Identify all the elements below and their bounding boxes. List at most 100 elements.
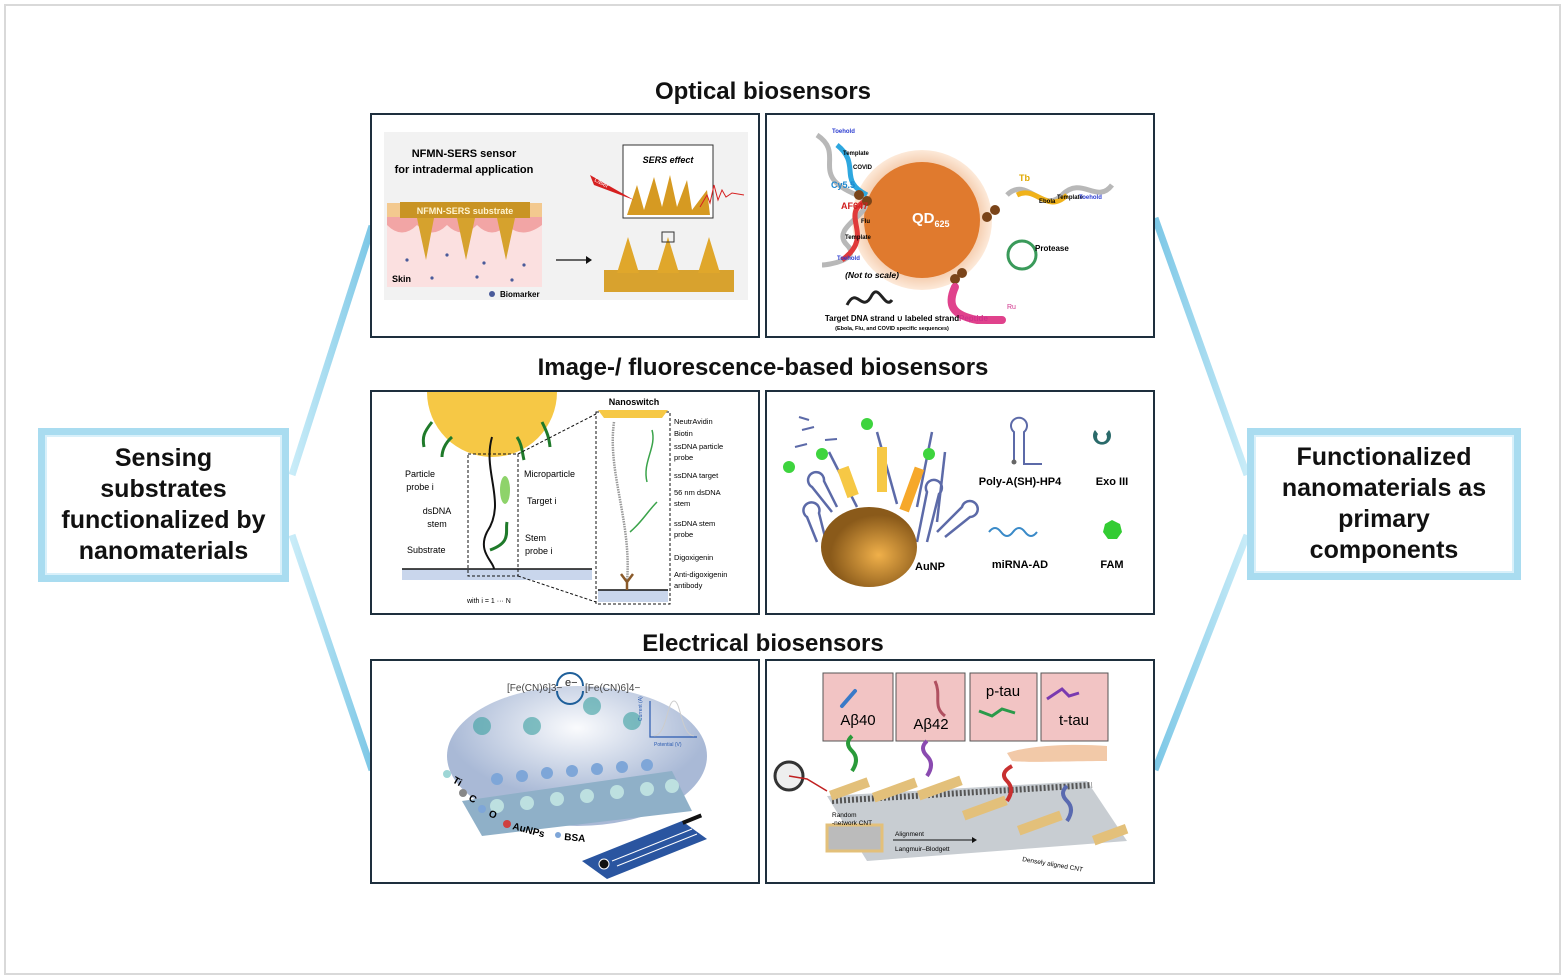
mxene-lattice — [462, 759, 692, 836]
electrical-title: Electrical biosensors — [642, 630, 884, 657]
microparticle-label: Microparticle — [524, 469, 575, 479]
right-connectors — [1151, 216, 1251, 772]
quantum-dot — [864, 162, 980, 278]
tb-label: Tb — [1019, 173, 1030, 183]
ferrocyanide-label: [Fe(CN)6]4− — [585, 683, 640, 694]
fragments — [794, 416, 838, 448]
template-label: Template — [845, 235, 872, 241]
biomarker-tiles — [822, 672, 1109, 742]
svg-text:Current (A): Current (A) — [638, 696, 644, 721]
panel-quantum-dot: QD625 Toehold Template COVID Cy5.5 AF647… — [765, 113, 1155, 338]
figure-frame — [4, 4, 1561, 975]
cones — [617, 237, 720, 273]
cy55-label: Cy5.5 — [831, 180, 855, 190]
fam-label: FAM — [1100, 559, 1123, 571]
electron-label: e− — [565, 677, 578, 689]
peptide-label: Peptide — [959, 314, 988, 323]
exo-iii-icon — [1093, 430, 1111, 445]
peptide-chain — [947, 283, 1006, 324]
biomarker-label: Biomarker — [500, 290, 540, 299]
voltammogram: Current (A) Potential (V) — [638, 696, 697, 748]
panel-cnt-sensor: Aβ40 Aβ42 p-tau t-tau Random -network CN… — [765, 659, 1155, 884]
image-fluorescence-title: Image-/ fluorescence-based biosensors — [537, 354, 989, 381]
right-box-line: nanomaterials as — [1281, 474, 1487, 502]
skin-label: Skin — [392, 274, 411, 284]
dna-helix-right — [1005, 183, 1114, 204]
panel-nfmn-sers: NFMN-SERS sensor for intradermal applica… — [370, 113, 760, 338]
svg-text:NeutrAvidin: NeutrAvidin — [674, 417, 713, 426]
langmuir-blodgett-label: Langmuir–Blodgett — [895, 846, 950, 853]
flu-label: Flu — [861, 219, 870, 225]
redox-cycle-icon — [556, 672, 584, 705]
p-tau-label: p-tau — [986, 683, 1020, 700]
left-box-line: Sensing — [114, 444, 213, 472]
biomarker-icon — [489, 291, 495, 297]
svg-text:Digoxigenin: Digoxigenin — [674, 553, 713, 562]
svg-text:56 nm dsDNA: 56 nm dsDNA — [674, 488, 721, 497]
target-icon — [500, 476, 510, 504]
svg-text:ssDNA stem: ssDNA stem — [674, 519, 715, 528]
svg-text:Potential (V): Potential (V) — [654, 742, 682, 748]
target-label: Target i — [527, 496, 557, 506]
template-label: Template — [1057, 195, 1084, 201]
nfmn-subtitle: for intradermal application — [395, 164, 534, 176]
random-cnt-inset — [825, 823, 884, 853]
panel-nanoswitch: Particle probe i dsDNA stem Substrate Mi… — [370, 390, 760, 615]
protease-icon — [1006, 239, 1038, 271]
left-box-line: nanomaterials — [78, 537, 249, 565]
right-box-line: primary — [1338, 505, 1430, 533]
dsdna-stem — [482, 436, 496, 570]
exo-iii-label: Exo III — [1096, 476, 1128, 488]
ferricyanide-label: [Fe(CN)6]3− — [507, 683, 562, 694]
svg-text:probe: probe — [674, 453, 693, 462]
svg-text:probe: probe — [674, 530, 693, 539]
qd-label: QD625 — [912, 210, 950, 229]
random-cnt-label: Random — [832, 812, 857, 819]
substrate-surface — [402, 569, 592, 580]
particle-probe-label: probe i — [406, 482, 434, 492]
nanoswitch-title: Nanoswitch — [609, 397, 660, 407]
covid-label: COVID — [853, 165, 873, 171]
screen-printed-electrode — [582, 813, 707, 879]
left-box-line: substrates — [100, 475, 227, 503]
random-cnt-label: -network CNT — [832, 820, 872, 827]
svg-text:BSA: BSA — [564, 832, 586, 845]
sensing-substrates-box: Sensing substrates functionalized by nan… — [38, 428, 289, 582]
not-to-scale-label: (Not to scale) — [845, 270, 899, 280]
finger — [1007, 744, 1107, 762]
nfmn-title: NFMN-SERS sensor — [412, 148, 517, 160]
svg-text:ssDNA particle: ssDNA particle — [674, 442, 723, 451]
aunp-label: AuNP — [915, 561, 945, 573]
right-box-line: components — [1309, 536, 1459, 564]
toehold-label: Toehold — [837, 256, 860, 262]
fam-dots — [783, 418, 935, 473]
stem-probe-label: Stem — [525, 533, 546, 543]
ru-label: Ru — [1007, 304, 1016, 311]
panel-aunp: Poly-A(SH)-HP4 Exo III AuNP miRNA-AD FAM — [765, 390, 1155, 615]
svg-text:stem: stem — [674, 499, 690, 508]
abeta42-label: Aβ42 — [913, 716, 948, 733]
svg-text:O: O — [487, 809, 499, 822]
mirna-icon — [988, 527, 1038, 537]
fam-icon — [1103, 520, 1122, 539]
target-strand-label: Target DNA strand ∪ labeled strand — [825, 314, 959, 323]
aptamer-structures — [473, 697, 641, 735]
particle-probe-label: Particle — [405, 469, 435, 479]
laser-beam — [590, 175, 634, 200]
functionalized-nanomaterials-box: Functionalized nanomaterials as primary … — [1247, 428, 1521, 580]
dense-cnt-label: Densely aligned CNT — [1022, 856, 1084, 874]
svg-text:ssDNA target: ssDNA target — [674, 471, 719, 480]
substrate-label: NFMN-SERS substrate — [417, 206, 514, 216]
hp4-label: Poly-A(SH)-HP4 — [979, 476, 1062, 488]
t-tau-label: t-tau — [1059, 712, 1089, 729]
abeta40-label: Aβ40 — [840, 712, 875, 729]
svg-text:C: C — [467, 793, 479, 806]
index-note: with i = 1 ··· N — [466, 598, 511, 605]
toehold-label: Toehold — [1079, 195, 1102, 201]
hairpin-legend-icon — [1010, 416, 1042, 465]
gold-nanoparticle — [821, 507, 917, 587]
toehold-label: Toehold — [832, 129, 855, 135]
ebola-label: Ebola — [1039, 199, 1056, 205]
raman-spectrum — [699, 184, 745, 208]
panel-mxene-electrode: [Fe(CN)6]3− e− [Fe(CN)6]4− Current (A) P… — [370, 659, 760, 884]
